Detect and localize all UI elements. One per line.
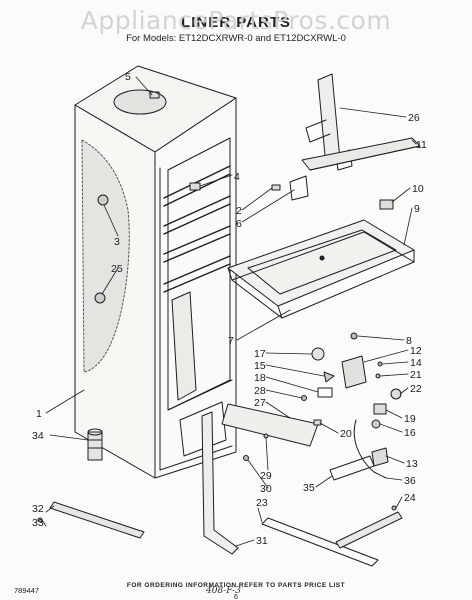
part-21-screw (375, 373, 381, 379)
callout-1: 1 (36, 408, 42, 420)
cabinet-inner-back (167, 137, 231, 411)
part-27-housing (221, 403, 319, 447)
drain-34 (87, 428, 103, 461)
handwritten-note: 408-F-3 (206, 586, 241, 596)
callout-8: 8 (406, 335, 412, 347)
callout-19: 19 (404, 413, 416, 425)
callout-27: 27 (254, 397, 266, 409)
cabinet-hardware (94, 175, 309, 304)
part-20-clip (313, 419, 322, 426)
trim-23 (261, 517, 379, 567)
part-13-switch (371, 447, 389, 467)
part-16-grommet (371, 419, 381, 429)
callout-26: 26 (408, 112, 420, 124)
part-12-thermostat (341, 355, 367, 389)
callout-4: 4 (234, 171, 240, 183)
callout-32: 32 (32, 503, 44, 515)
callout-6: 6 (236, 218, 242, 230)
breaker-strip-31 (201, 411, 239, 555)
ordering-note: FOR ORDERING INFORMATION REFER TO PARTS … (126, 582, 346, 589)
callout-5: 5 (125, 71, 131, 83)
liner-cabinet (74, 65, 237, 479)
foam-insulation-area (81, 139, 130, 373)
callout-7: 7 (228, 335, 234, 347)
callout-2: 2 (236, 205, 242, 217)
callout-33: 33 (32, 517, 44, 529)
callout-16: 16 (404, 427, 416, 439)
callout-28: 28 (254, 385, 266, 397)
page-number: 6 (234, 594, 238, 600)
callout-18: 18 (254, 372, 266, 384)
part-10-clip (379, 199, 394, 210)
callout-labels: 5 4 2 6 3 25 26 11 10 9 7 8 17 15 18 28 … (32, 71, 427, 547)
part-29-screw (263, 433, 269, 439)
callout-30: 30 (260, 483, 272, 495)
callout-3: 3 (114, 236, 120, 248)
callout-25: 25 (111, 263, 123, 275)
callout-21: 21 (410, 369, 422, 381)
callout-34: 34 (32, 430, 44, 442)
callout-14: 14 (410, 357, 422, 369)
part-22-knob (390, 388, 402, 400)
callout-23: 23 (256, 497, 268, 509)
shelf-9 (227, 219, 415, 319)
watermark: AppliancePartsPros.com (80, 6, 392, 35)
part-6-bracket (289, 175, 309, 201)
evaporator-channel (171, 291, 197, 401)
top-clip (149, 91, 160, 99)
callout-22: 22 (410, 383, 422, 395)
part-36-wire (353, 419, 387, 479)
callout-31: 31 (256, 535, 268, 547)
bottom-rail-32 (37, 501, 145, 539)
models-line: For Models: ET12DCXRWR-0 and ET12DCXRWL-… (126, 33, 346, 44)
part-19-block (373, 403, 387, 415)
part-2-clip (271, 184, 281, 191)
callout-35: 35 (303, 482, 315, 494)
callout-12: 12 (410, 345, 422, 357)
callout-17: 17 (254, 348, 266, 360)
part-4-bracket (189, 182, 201, 191)
diagram-title: LINER PARTS (181, 14, 291, 31)
callout-13: 13 (406, 458, 418, 470)
shelf-trim-11 (301, 137, 421, 171)
callout-15: 15 (254, 360, 266, 372)
part-3-fastener (97, 194, 109, 206)
callout-10: 10 (412, 183, 424, 195)
part-25-fastener (94, 292, 106, 304)
floor-recess (179, 401, 227, 457)
part-17-knob (311, 347, 325, 361)
callout-24: 24 (404, 492, 416, 504)
cabinet-inner-floor-back (167, 379, 233, 411)
part-30-screw (243, 455, 249, 461)
callout-11: 11 (416, 139, 427, 151)
callout-20: 20 (340, 428, 352, 440)
rail-24 (335, 505, 403, 549)
part-35-plate (329, 455, 375, 481)
part-15-pointer (323, 371, 335, 383)
callout-9: 9 (414, 203, 420, 215)
cabinet-inner-floor-line (159, 445, 233, 471)
top-access-hole (113, 89, 167, 115)
callout-29: 29 (260, 470, 272, 482)
document-number: 789447 (14, 586, 40, 595)
control-assembly (221, 347, 402, 481)
leader-lines (41, 76, 417, 547)
part-14-screw (377, 361, 383, 367)
callout-36: 36 (404, 475, 416, 487)
part-8-screw (350, 332, 358, 340)
part-18-bracket (317, 387, 333, 398)
